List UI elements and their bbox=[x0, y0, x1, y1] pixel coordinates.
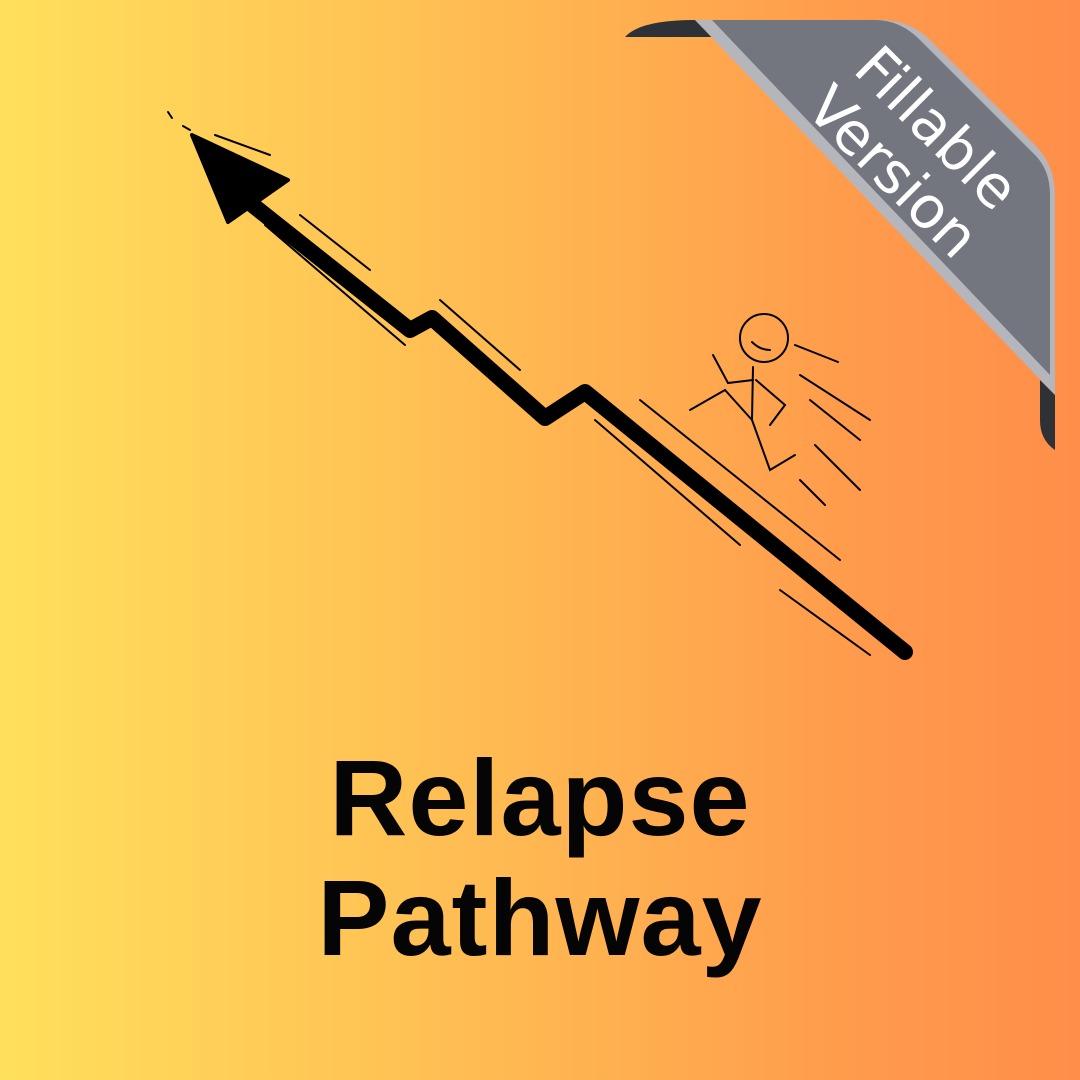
zigzag-arrow-icon bbox=[167, 111, 913, 660]
running-stick-figure-icon bbox=[689, 313, 871, 506]
title-line-1: Relapse bbox=[329, 737, 751, 858]
title-line-2: Pathway bbox=[317, 857, 763, 978]
corner-ribbon bbox=[625, 20, 1055, 450]
